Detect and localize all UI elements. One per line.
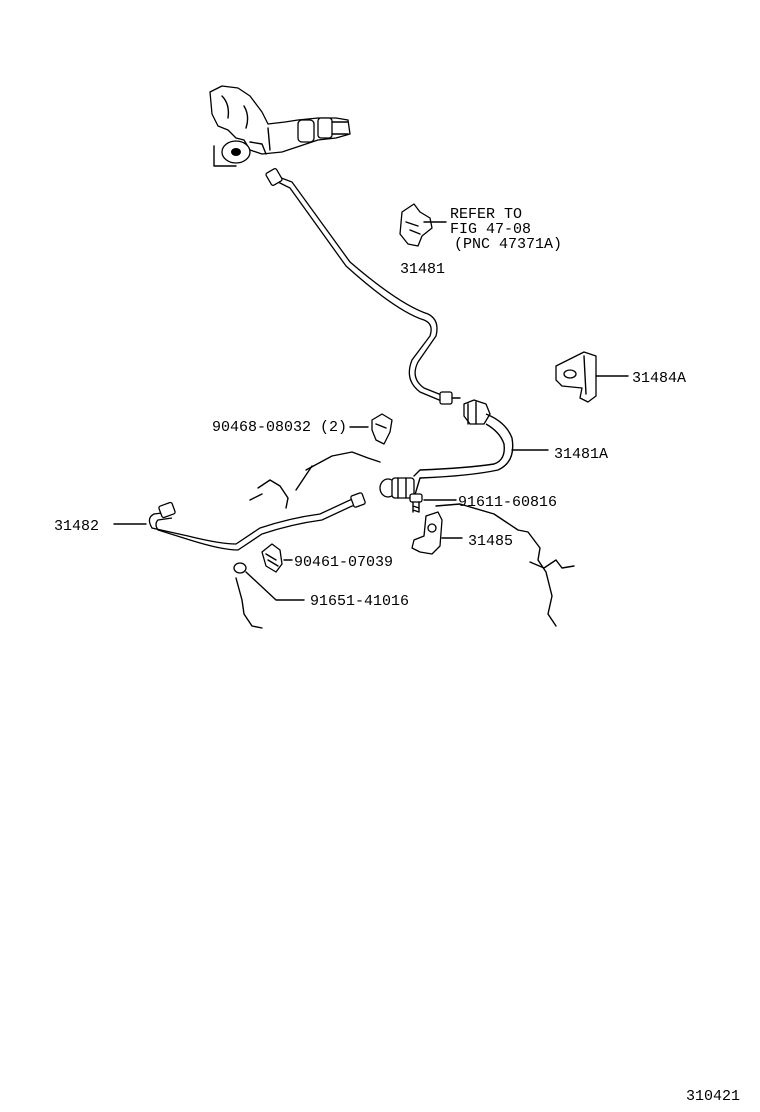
pipe-31482 bbox=[113, 492, 366, 551]
bolt-91651 bbox=[233, 562, 305, 601]
label-90461: 90461-07039 bbox=[294, 554, 393, 571]
hose-31481a bbox=[419, 399, 549, 479]
pipe-31481 bbox=[265, 168, 461, 405]
label-31481a: 31481A bbox=[554, 446, 608, 463]
reference-clip bbox=[399, 203, 447, 247]
bolt-91611 bbox=[409, 493, 457, 513]
clip-90461 bbox=[261, 543, 293, 573]
union-fitting bbox=[379, 469, 421, 499]
illustration-number: 310421 bbox=[686, 1088, 740, 1105]
reference-note-line1: REFER TO bbox=[450, 206, 522, 223]
bracket-31485 bbox=[411, 511, 463, 555]
reference-note-line2: FIG 47-08 bbox=[450, 221, 531, 238]
callout-labels: 31481 31484A 31481A 90468-08032 (2) 9161… bbox=[54, 206, 740, 1105]
clip-90468 bbox=[349, 413, 393, 445]
label-91651: 91651-41016 bbox=[310, 593, 409, 610]
label-31484a: 31484A bbox=[632, 370, 686, 387]
reference-note-line3: (PNC 47371A) bbox=[454, 236, 562, 253]
label-31485: 31485 bbox=[468, 533, 513, 550]
master-cylinder-assembly bbox=[209, 85, 351, 167]
label-31481: 31481 bbox=[400, 261, 445, 278]
bracket-31484a bbox=[555, 351, 629, 403]
body-outline bbox=[235, 451, 575, 629]
label-91611: 91611-60816 bbox=[458, 494, 557, 511]
label-31482: 31482 bbox=[54, 518, 99, 535]
label-90468: 90468-08032 (2) bbox=[212, 419, 347, 436]
